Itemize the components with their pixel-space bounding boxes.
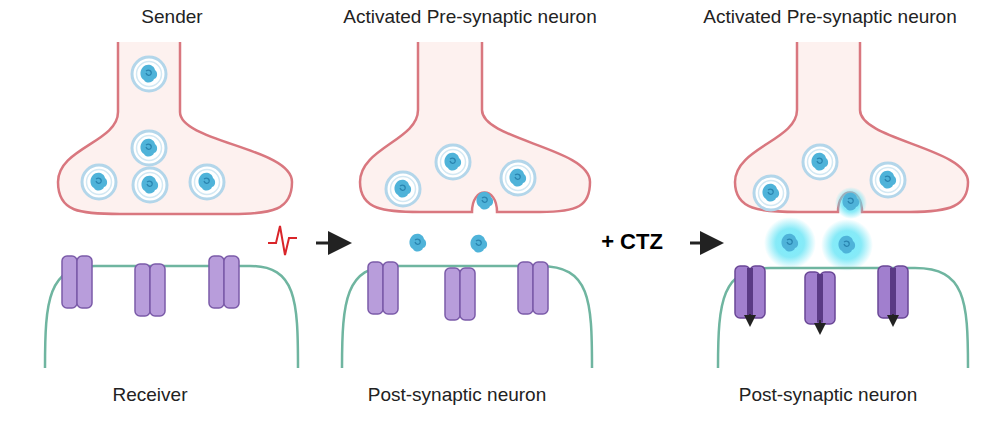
neuron-label: Activated Pre-synaptic neuron bbox=[343, 6, 596, 28]
sender-label: Sender bbox=[141, 6, 202, 28]
receiver-label: Receiver bbox=[113, 384, 188, 406]
neuron-label: Post-synaptic neuron bbox=[739, 384, 918, 406]
neuron-label: Post-synaptic neuron bbox=[368, 384, 547, 406]
neuron-label: Activated Pre-synaptic neuron bbox=[703, 6, 956, 28]
compound-label: + CTZ bbox=[601, 229, 663, 254]
